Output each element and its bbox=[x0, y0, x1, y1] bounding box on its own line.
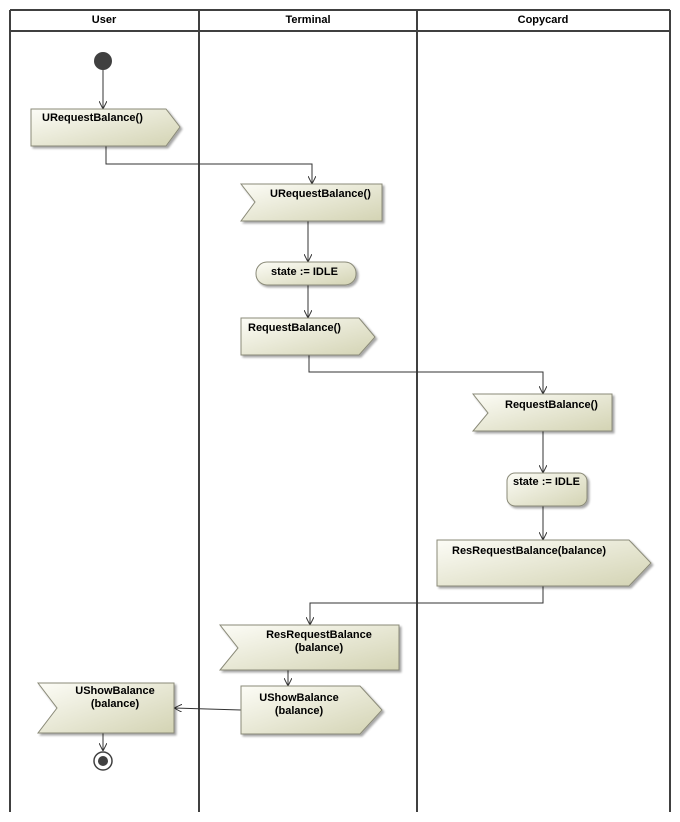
flow-user-to-terminal bbox=[105, 146, 312, 184]
initial-node bbox=[94, 52, 112, 70]
accept-event-label: RequestBalance() bbox=[505, 399, 598, 411]
accept-event-label-line1: UShowBalance bbox=[75, 685, 154, 697]
lane-header-copycard: Copycard bbox=[518, 14, 569, 26]
flow-copycard-to-terminal bbox=[310, 586, 544, 625]
accept-event-ushow-balance: UShowBalance (balance) bbox=[36, 682, 175, 734]
accept-event-request-balance: RequestBalance() bbox=[471, 393, 613, 432]
lane-header-terminal: Terminal bbox=[285, 14, 330, 26]
send-signal-urequest-balance: URequestBalance() bbox=[30, 108, 181, 147]
accept-event-label-line1: ResRequestBalance bbox=[266, 629, 372, 641]
send-signal-label: RequestBalance() bbox=[248, 322, 341, 334]
action-state-idle-copycard: state := IDLE bbox=[506, 472, 588, 507]
send-signal-label-line2: (balance) bbox=[275, 705, 324, 717]
accept-event-res-request-balance: ResRequestBalance (balance) bbox=[218, 624, 400, 671]
send-signal-label: URequestBalance() bbox=[42, 112, 143, 124]
send-signal-res-request-balance: ResRequestBalance(balance) bbox=[436, 539, 652, 587]
flow-terminal-to-user bbox=[174, 708, 242, 710]
flow-connectors bbox=[103, 70, 543, 751]
flow-terminal-to-copycard bbox=[308, 355, 543, 394]
action-state-idle-terminal: state := IDLE bbox=[255, 261, 357, 286]
send-signal-label: ResRequestBalance(balance) bbox=[452, 545, 606, 557]
action-label: state := IDLE bbox=[271, 266, 338, 278]
lane-header-user: User bbox=[92, 14, 117, 26]
send-signal-label-line1: UShowBalance bbox=[259, 692, 338, 704]
swimlane-frame bbox=[9, 9, 671, 812]
accept-event-label-line2: (balance) bbox=[91, 698, 140, 710]
action-label: state := IDLE bbox=[513, 476, 580, 488]
final-node bbox=[93, 751, 113, 771]
accept-event-label: URequestBalance() bbox=[270, 188, 371, 200]
accept-event-label-line2: (balance) bbox=[295, 642, 344, 654]
accept-event-urequest-balance: URequestBalance() bbox=[239, 183, 383, 222]
send-signal-request-balance: RequestBalance() bbox=[240, 317, 376, 356]
send-signal-ushow-balance: UShowBalance (balance) bbox=[240, 685, 383, 735]
